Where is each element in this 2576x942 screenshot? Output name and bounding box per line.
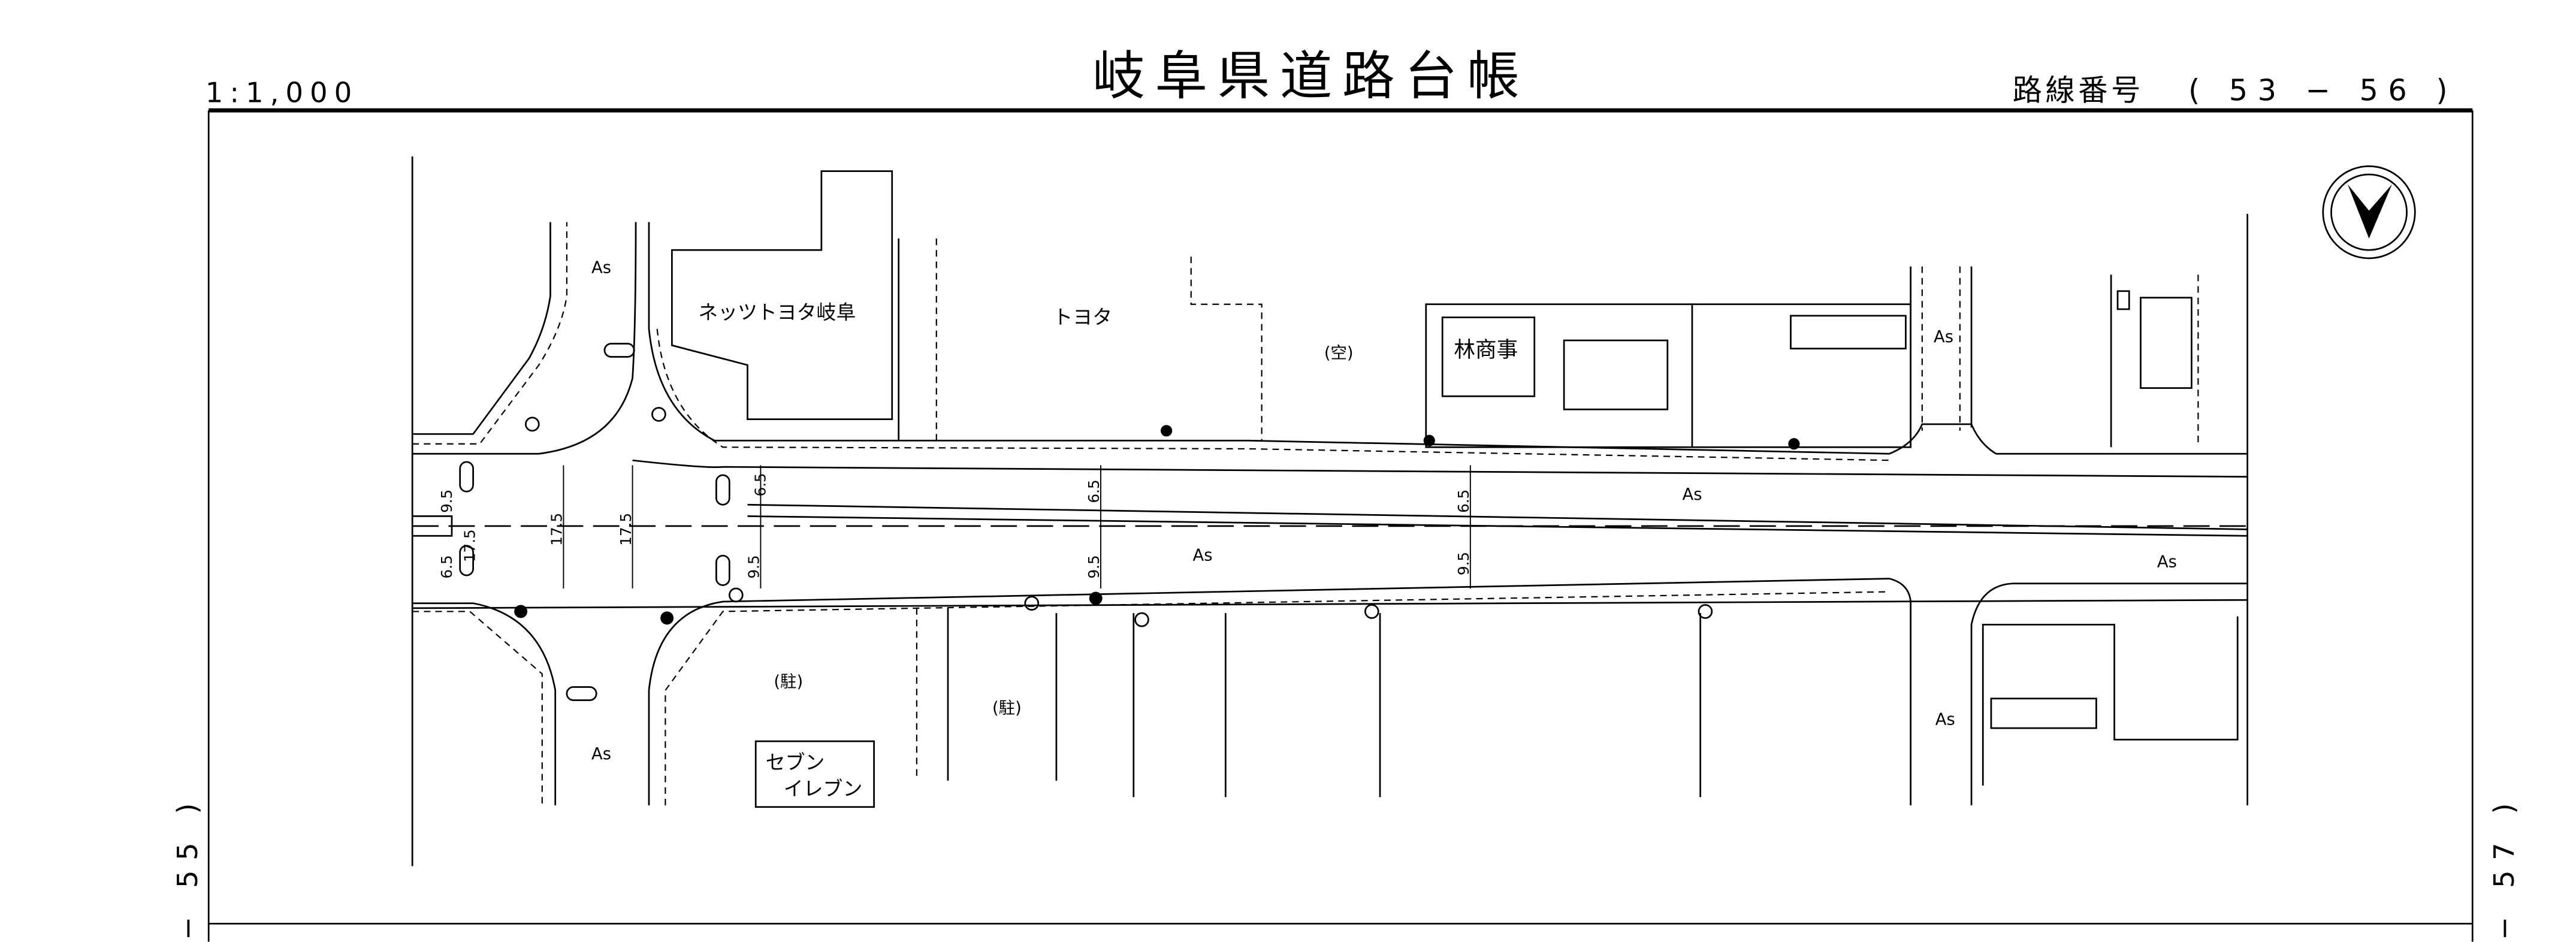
- lot-label-parking: (駐): [992, 699, 1022, 717]
- dimension-label: 9.5: [745, 555, 763, 578]
- building-label-seven-eleven: セブン: [766, 751, 825, 774]
- as-label: As: [1192, 546, 1212, 564]
- route-number: ( 53 − 56 ): [2188, 73, 2457, 108]
- lot-label-vacant: (空): [1324, 344, 1354, 363]
- dimension-label: 6.5: [438, 555, 455, 578]
- as-label: As: [2157, 552, 2177, 571]
- dimension-label: 17.5: [617, 513, 635, 546]
- dimension-label: 6.5: [752, 473, 769, 496]
- dimension-label: 9.5: [438, 490, 455, 513]
- building-label-seven-eleven: イレブン: [784, 777, 863, 800]
- north-arrow-icon: [2322, 165, 2416, 259]
- as-label: As: [591, 259, 611, 277]
- road-map: [411, 156, 2249, 866]
- as-label: As: [1935, 711, 1955, 729]
- as-label: As: [1934, 328, 1953, 346]
- dimension-label: 17.5: [548, 513, 566, 546]
- dimension-label: 9.5: [1085, 555, 1103, 578]
- sheet-frame: [207, 108, 2474, 942]
- building-label-toyota: トヨタ: [1053, 306, 1112, 329]
- dimension-label: 17.5: [461, 529, 478, 562]
- right-sheet-ref: − 57 ): [2488, 793, 2520, 940]
- as-label: As: [1683, 485, 1702, 504]
- dimension-label: 6.5: [1455, 490, 1472, 513]
- scale-label: 1:1,000: [206, 76, 358, 108]
- building-label-hayashi: 林商事: [1454, 337, 1518, 362]
- sheet-title: 岐阜県道路台帳: [1092, 46, 1529, 107]
- dimension-label: 9.5: [1455, 552, 1472, 575]
- route-label: 路線番号: [2013, 73, 2144, 108]
- lot-label-parking: (駐): [774, 673, 803, 692]
- left-sheet-ref: − 55 ): [171, 793, 204, 940]
- as-label: As: [591, 745, 611, 763]
- dimension-label: 6.5: [1085, 479, 1103, 503]
- building-label-netz-toyota: ネッツトヨタ岐阜: [698, 300, 856, 324]
